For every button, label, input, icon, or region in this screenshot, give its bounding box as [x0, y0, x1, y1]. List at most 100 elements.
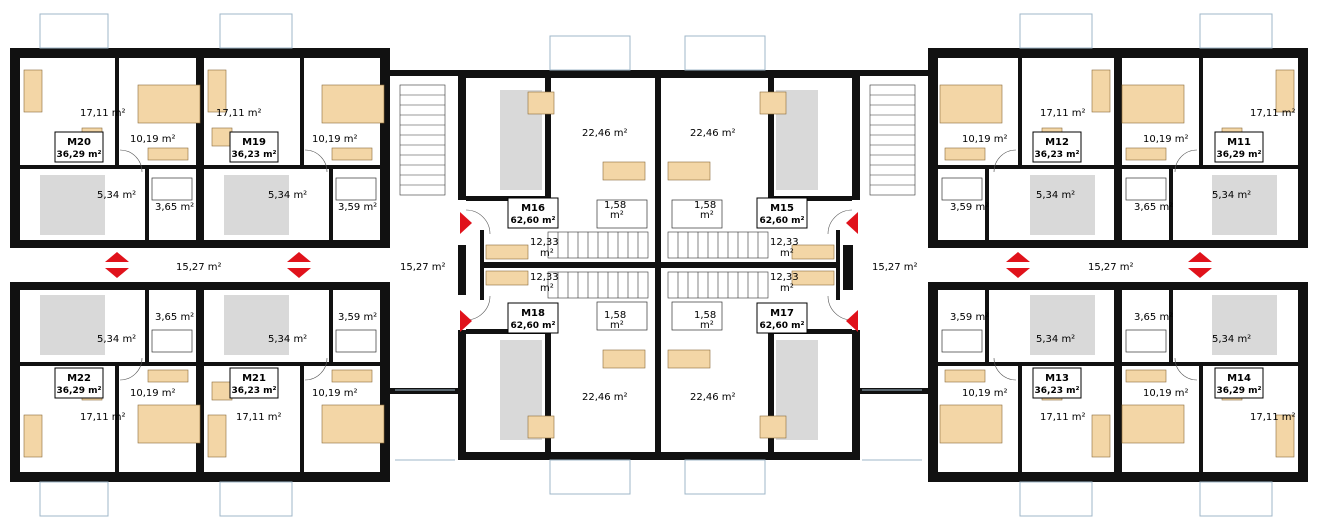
svg-text:62,60 m²: 62,60 m²: [511, 321, 556, 331]
svg-text:36,23 m²: 36,23 m²: [232, 386, 277, 396]
svg-text:M16: M16: [521, 203, 545, 214]
svg-text:M12: M12: [1045, 137, 1069, 148]
svg-text:36,29 m²: 36,29 m²: [1217, 386, 1262, 396]
room-area: 22,46 m²: [690, 392, 736, 403]
room-area: 3,65 m²: [155, 312, 194, 323]
svg-text:M21: M21: [242, 373, 266, 384]
room-area: 5,34 m²: [268, 190, 307, 201]
apartment-label-m11: M11 36,29 m²: [1214, 131, 1264, 163]
entrance-arrows: [105, 212, 1212, 332]
room-area-labels: 17,11 m² 10,19 m² 17,11 m² 10,19 m² 5,34…: [80, 108, 1296, 423]
room-area: m²: [700, 320, 714, 331]
svg-text:62,60 m²: 62,60 m²: [760, 216, 805, 226]
apartment-label-m12: M12 36,23 m²: [1032, 131, 1082, 163]
room-area: 22,46 m²: [690, 128, 736, 139]
room-area: 1,58: [604, 310, 626, 321]
entrance-arrow-icon: [460, 212, 472, 234]
svg-text:M18: M18: [521, 308, 545, 319]
room-area: 1,58: [694, 200, 716, 211]
svg-text:62,60 m²: 62,60 m²: [760, 321, 805, 331]
svg-text:M13: M13: [1045, 373, 1069, 384]
furniture: [23, 69, 1295, 458]
svg-text:M11: M11: [1227, 137, 1251, 148]
room-area: 15,27 m²: [1088, 262, 1134, 273]
room-area: 3,65 m²: [1134, 202, 1173, 213]
room-area: 5,34 m²: [1036, 190, 1075, 201]
room-area: 17,11 m²: [236, 412, 282, 423]
apartment-label-m19: M19 36,23 m²: [229, 131, 279, 163]
room-area: 5,34 m²: [97, 334, 136, 345]
apartment-label-m21: M21 36,23 m²: [229, 367, 279, 399]
room-area: 10,19 m²: [312, 134, 358, 145]
apartment-label-m17: M17 62,60 m²: [756, 302, 808, 334]
room-area: 10,19 m²: [1143, 388, 1189, 399]
svg-text:M14: M14: [1227, 373, 1251, 384]
apartment-label-m13: M13 36,23 m²: [1032, 367, 1082, 399]
svg-text:M15: M15: [770, 203, 794, 214]
room-area: 10,19 m²: [312, 388, 358, 399]
room-area: 10,19 m²: [962, 134, 1008, 145]
room-area: m²: [780, 283, 794, 294]
svg-text:M20: M20: [67, 137, 91, 148]
room-area: 17,11 m²: [80, 412, 126, 423]
room-area: 5,34 m²: [1036, 334, 1075, 345]
room-area: m²: [540, 283, 554, 294]
room-area: 3,59 m²: [338, 312, 377, 323]
svg-text:36,23 m²: 36,23 m²: [1035, 386, 1080, 396]
svg-text:M17: M17: [770, 308, 794, 319]
svg-text:36,29 m²: 36,29 m²: [57, 386, 102, 396]
entrance-arrow-icon: [460, 310, 472, 332]
apartment-label-m16: M16 62,60 m²: [507, 197, 559, 229]
entrance-arrow-icon: [846, 212, 858, 234]
entrance-arrow-icon: [846, 310, 858, 332]
room-area: m²: [700, 210, 714, 221]
room-area: 10,19 m²: [130, 134, 176, 145]
room-area: 17,11 m²: [1040, 412, 1086, 423]
apartment-label-m14: M14 36,29 m²: [1214, 367, 1264, 399]
apartment-label-m18: M18 62,60 m²: [507, 302, 559, 334]
room-area: 17,11 m²: [1250, 108, 1296, 119]
balconies: [39, 13, 1273, 517]
svg-text:M22: M22: [67, 373, 91, 384]
room-area: 1,58: [604, 200, 626, 211]
bathrooms: [151, 177, 1167, 353]
room-area: m²: [610, 210, 624, 221]
room-area: 5,34 m²: [97, 190, 136, 201]
room-area: 3,65 m²: [1134, 312, 1173, 323]
room-area: 12,33: [530, 272, 559, 283]
room-area: 22,46 m²: [582, 128, 628, 139]
apartment-labels: M20 36,29 m² M19 36,23 m² M22 36,29 m² M…: [54, 131, 1264, 399]
room-area: 15,27 m²: [872, 262, 918, 273]
svg-text:36,23 m²: 36,23 m²: [232, 150, 277, 160]
room-area: 10,19 m²: [1143, 134, 1189, 145]
room-area: 17,11 m²: [216, 108, 262, 119]
room-area: 3,59 m²: [950, 312, 989, 323]
apartment-label-m20: M20 36,29 m²: [54, 131, 104, 163]
room-area: 10,19 m²: [130, 388, 176, 399]
room-area: 3,59 m²: [338, 202, 377, 213]
doors: [119, 149, 1198, 381]
staircases: [399, 84, 916, 299]
svg-text:62,60 m²: 62,60 m²: [511, 216, 556, 226]
room-area: 22,46 m²: [582, 392, 628, 403]
kitchens: [40, 90, 1277, 440]
svg-text:36,29 m²: 36,29 m²: [1217, 150, 1262, 160]
room-area: 12,33: [770, 237, 799, 248]
room-area: 10,19 m²: [962, 388, 1008, 399]
svg-text:36,29 m²: 36,29 m²: [57, 150, 102, 160]
svg-text:36,23 m²: 36,23 m²: [1035, 150, 1080, 160]
room-area: 17,11 m²: [80, 108, 126, 119]
room-area: 15,27 m²: [400, 262, 446, 273]
room-area: m²: [540, 248, 554, 259]
entrance-arrow-icon: [1188, 252, 1212, 278]
entrance-arrow-icon: [1006, 252, 1030, 278]
walls: [10, 48, 1308, 482]
room-area: 12,33: [530, 237, 559, 248]
room-area: 5,34 m²: [1212, 190, 1251, 201]
entrance-arrow-icon: [105, 252, 129, 278]
room-area: 17,11 m²: [1250, 412, 1296, 423]
room-area: 17,11 m²: [1040, 108, 1086, 119]
room-area: m²: [780, 248, 794, 259]
apartment-label-m22: M22 36,29 m²: [54, 367, 104, 399]
